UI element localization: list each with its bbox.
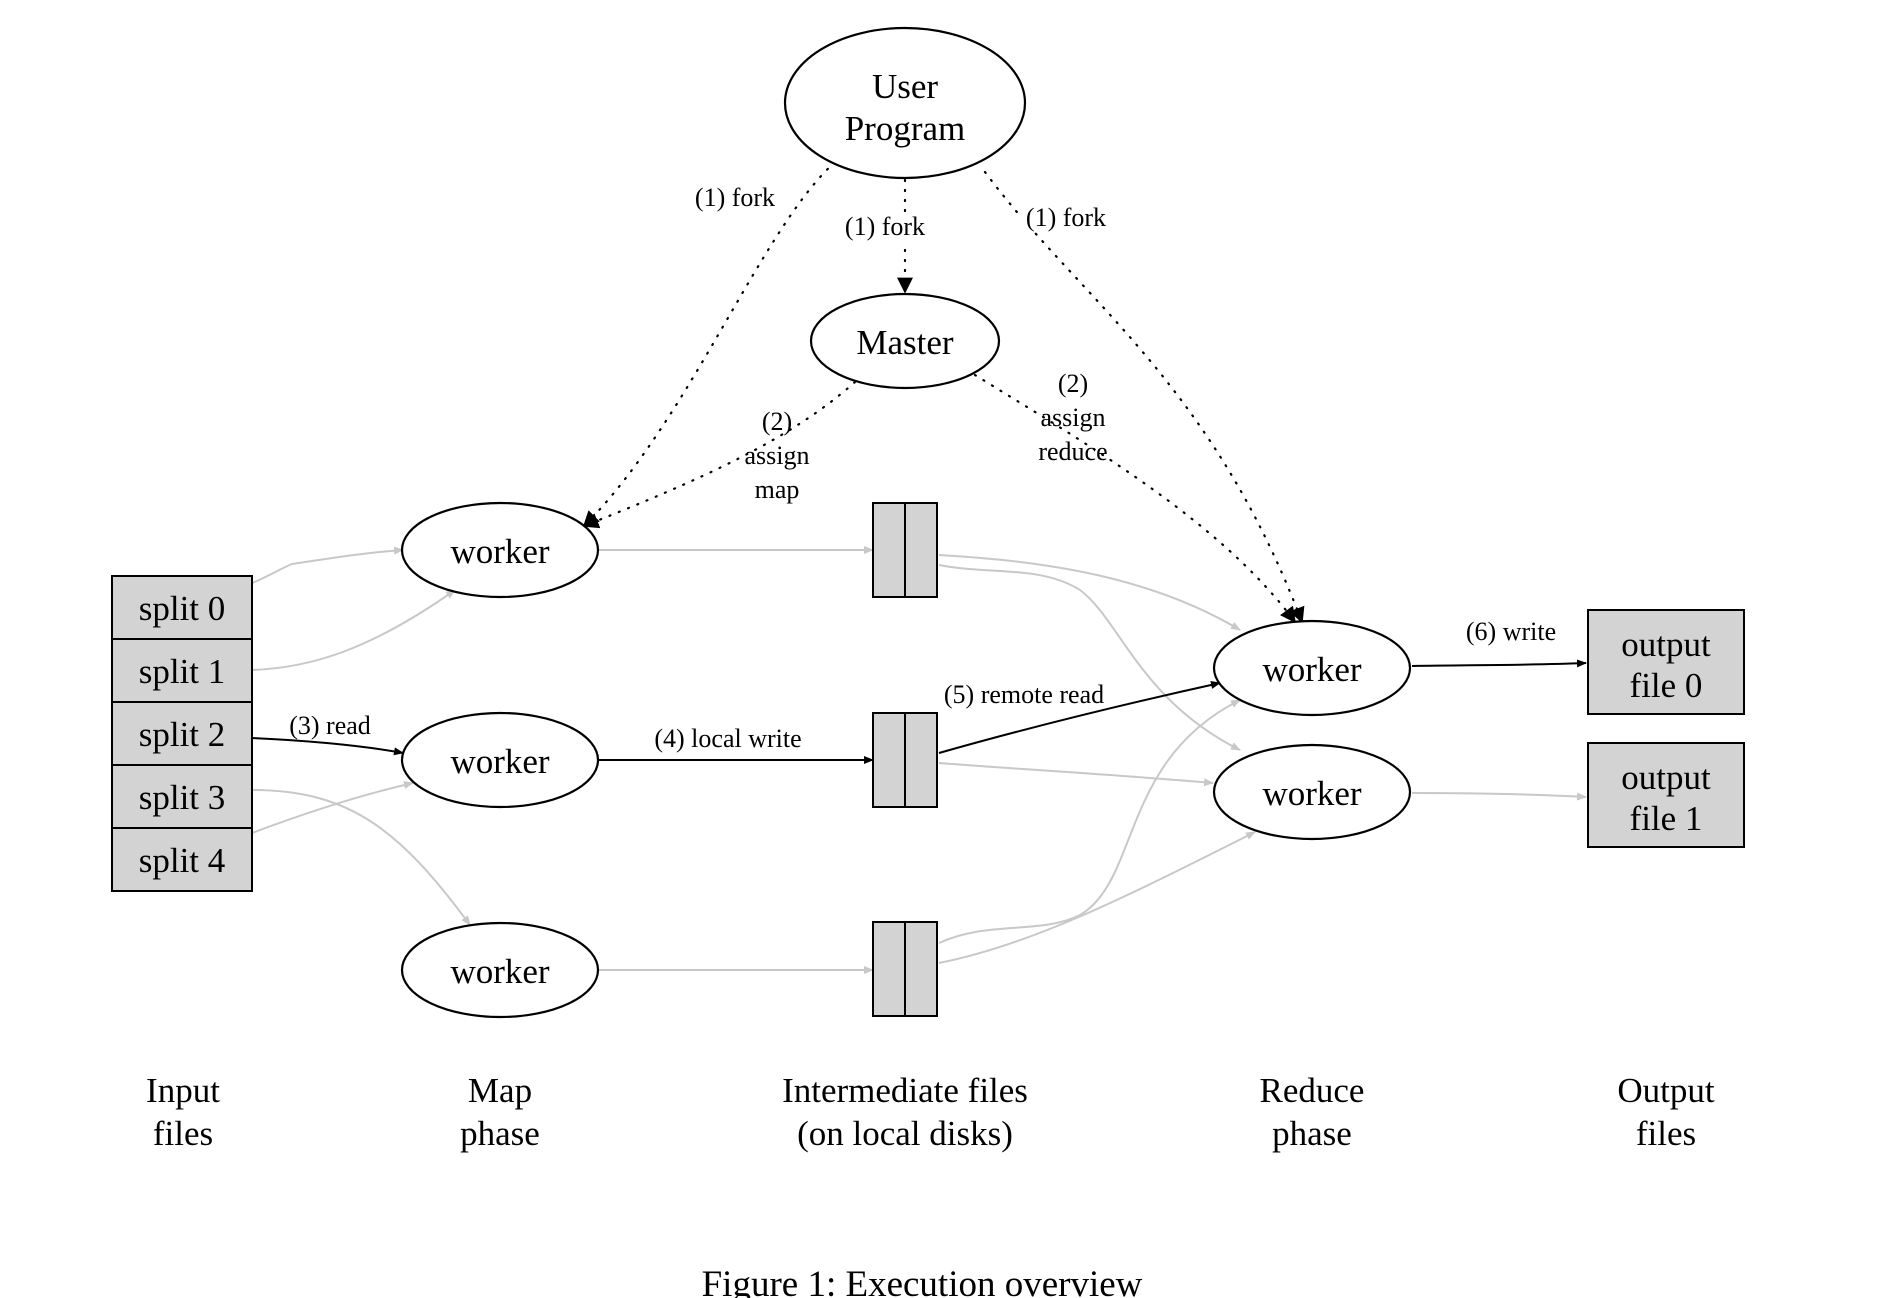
reduce-worker-1: worker: [1212, 743, 1412, 841]
output-file-0-label-line1: output: [1621, 625, 1711, 664]
fork-label-left: (1) fork: [695, 183, 775, 212]
write-label: (6) write: [1466, 617, 1556, 646]
reduce-worker-0-label: worker: [1262, 650, 1361, 689]
split-1-label: split 1: [139, 652, 226, 691]
assign-reduce-label-line2: assign: [1041, 403, 1106, 432]
output-file-1-label-line1: output: [1621, 758, 1711, 797]
edge-write-output0: [1411, 659, 1587, 668]
assign-reduce-label-line1: (2): [1058, 369, 1088, 398]
output-files-label-line2: files: [1636, 1114, 1696, 1153]
map-worker-2: worker: [400, 711, 600, 809]
local-write-label: (4) local write: [654, 724, 801, 753]
intermediate-files-label-line2: (on local disks): [797, 1114, 1013, 1153]
assign-map-label-line3: map: [755, 475, 800, 504]
input-files-label-line1: Input: [146, 1071, 220, 1110]
map-worker-1: worker: [400, 501, 600, 599]
intermediate-file-2: [872, 712, 938, 808]
map-worker-3: worker: [400, 921, 600, 1019]
intermediate-file-1: [872, 502, 938, 598]
user-program-node: User Program: [783, 26, 1027, 180]
edge-intermediate3-reduceworker0: [938, 699, 1241, 944]
map-phase-label-line1: Map: [468, 1071, 532, 1110]
fork-label-right: (1) fork: [1026, 203, 1106, 232]
master-node: Master: [809, 292, 1001, 390]
read-label: (3) read: [289, 711, 371, 740]
edge-reduceworker1-output1: [1411, 792, 1587, 801]
input-files-label-line2: files: [153, 1114, 213, 1153]
split-4-label: split 4: [139, 841, 226, 880]
edge-intermediate1-reduceworker1: [938, 564, 1241, 751]
edge-split1-worker1: [251, 589, 456, 671]
edge-remote-read: [938, 681, 1221, 754]
output-file-1-label-line2: file 1: [1630, 799, 1703, 838]
reduce-worker-0: worker: [1212, 619, 1412, 717]
edge-split3-worker3: [251, 789, 471, 926]
intermediate-files-label-line1: Intermediate files: [782, 1071, 1028, 1110]
edge-split4-worker2: [251, 781, 414, 834]
map-worker-3-label: worker: [450, 952, 549, 991]
edge-read-split2-worker2: [251, 737, 404, 756]
edge-split0-worker1: [251, 546, 404, 584]
edge-assign-map: [582, 380, 857, 529]
edge-intermediate2-reduceworker1: [938, 762, 1214, 787]
map-worker-2-label: worker: [450, 742, 549, 781]
fork-label-center: (1) fork: [845, 212, 925, 241]
map-worker-1-label: worker: [450, 532, 549, 571]
assign-reduce-label-line3: reduce: [1038, 437, 1107, 466]
split-0-label: split 0: [139, 589, 226, 628]
reduce-phase-label-line1: Reduce: [1260, 1071, 1365, 1110]
output-file-1: output file 1: [1587, 742, 1745, 848]
master-label: Master: [856, 323, 954, 362]
assign-map-label-line2: assign: [745, 441, 810, 470]
assign-map-label-line1: (2): [762, 407, 792, 436]
output-files-label-line1: Output: [1617, 1071, 1715, 1110]
input-splits: split 0 split 1 split 2 split 3 split 4: [111, 575, 253, 892]
figure-caption: Figure 1: Execution overview: [702, 1264, 1143, 1298]
split-2-label: split 2: [139, 715, 226, 754]
reduce-worker-1-label: worker: [1262, 774, 1361, 813]
reduce-phase-label-line2: phase: [1272, 1114, 1352, 1153]
edge-intermediate1-reduceworker0: [938, 554, 1241, 631]
intermediate-file-3: [872, 921, 938, 1017]
edge-assign-reduce: [973, 373, 1297, 624]
remote-read-label: (5) remote read: [944, 680, 1104, 709]
edge-fork-worker-reduce: [983, 170, 1305, 624]
output-file-0: output file 0: [1587, 609, 1745, 715]
output-file-0-label-line2: file 0: [1630, 666, 1703, 705]
column-labels: Input files Map phase Intermediate files…: [146, 1071, 1715, 1153]
user-program-label-line2: Program: [845, 109, 966, 148]
edge-fork-worker-map: [582, 160, 837, 528]
split-3-label: split 3: [139, 778, 226, 817]
user-program-label-line1: User: [872, 67, 938, 106]
edge-intermediate3-reduceworker1: [938, 831, 1256, 964]
map-phase-label-line2: phase: [460, 1114, 540, 1153]
